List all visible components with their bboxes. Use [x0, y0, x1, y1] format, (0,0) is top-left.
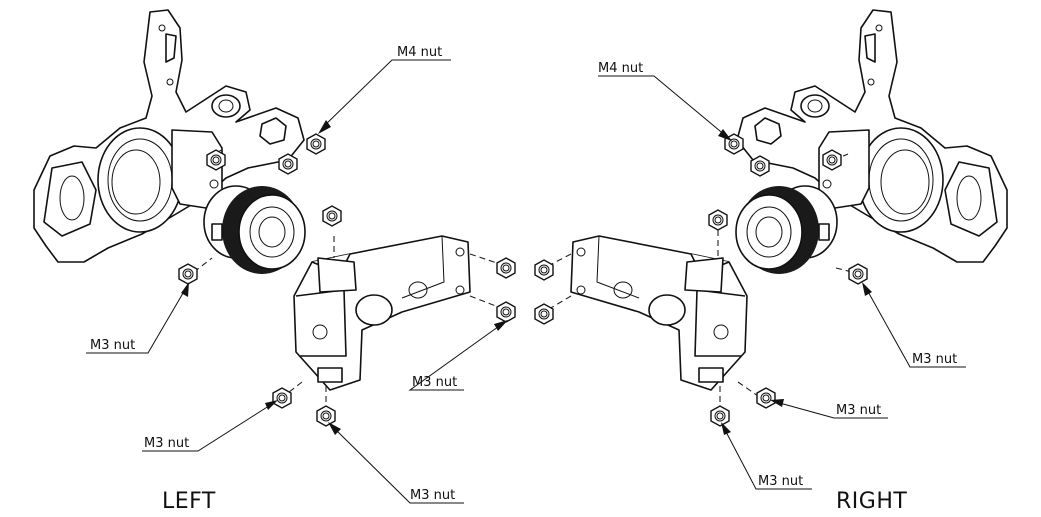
- left-m3-nut-icon: [496, 257, 516, 279]
- left-knuckle: [33, 9, 305, 263]
- right-m3-nut-icon: [534, 259, 554, 281]
- left-bracket: [293, 235, 471, 391]
- left-m3-nut-label: M3 nut: [144, 436, 189, 451]
- left-leaders: [86, 59, 508, 504]
- left-m3-nut-icon: [272, 387, 292, 409]
- right-m3-nut-icon: [822, 149, 842, 171]
- left-m3-nut-icon: [316, 405, 336, 427]
- left-m3-nut-icon: [278, 153, 298, 175]
- right-m3-nut-icon: [708, 209, 728, 231]
- left-m3-nut-icon: [496, 301, 516, 323]
- right-m3-nut-label: M3 nut: [758, 474, 803, 489]
- left-pulley: [203, 185, 306, 274]
- left-m3-nut-label: M3 nut: [90, 338, 135, 353]
- right-m4-nut-label: M4 nut: [598, 61, 643, 76]
- right-m3-nut-label: M3 nut: [836, 403, 881, 418]
- left-callout-labels: M4 nut M3 nut M3 nut M3 nut M3 nut: [90, 45, 457, 503]
- right-m3-nut-icon: [756, 387, 776, 409]
- left-m4-nut-icon: [306, 133, 326, 155]
- right-m3-nut-icon: [848, 263, 868, 285]
- left-title: LEFT: [162, 489, 216, 514]
- right-m3-nut-icon: [710, 405, 730, 427]
- left-m3-nut-icon: [178, 263, 198, 285]
- left-assembly: M4 nut M3 nut M3 nut M3 nut M3 nut LEFT: [33, 9, 516, 514]
- right-assembly: M4 nut M3 nut M3 nut M3 nut RIGHT: [534, 9, 1008, 514]
- right-title: RIGHT: [836, 489, 907, 514]
- right-pulley: [735, 185, 838, 274]
- left-m3-nut-icon: [206, 149, 226, 171]
- right-m3-nut-icon: [534, 303, 554, 325]
- left-m3-nut-icon: [322, 205, 342, 227]
- right-leaders: [598, 75, 966, 490]
- left-m3-nut-label: M3 nut: [410, 488, 455, 503]
- left-m3-nut-label: M3 nut: [412, 375, 457, 390]
- right-m3-nut-label: M3 nut: [912, 352, 957, 367]
- left-m4-nut-label: M4 nut: [397, 45, 442, 60]
- right-m3-nut-icon: [750, 155, 770, 177]
- right-callout-labels: M4 nut M3 nut M3 nut M3 nut: [598, 61, 957, 489]
- right-bracket: [570, 235, 748, 391]
